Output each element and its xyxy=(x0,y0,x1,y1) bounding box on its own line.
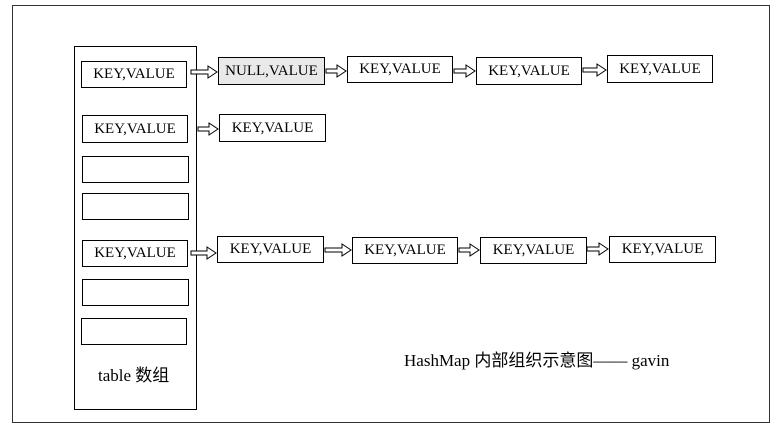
table-slot: KEY,VALUE xyxy=(82,115,188,143)
chain-node: KEY,VALUE xyxy=(607,55,713,83)
chain-node: KEY,VALUE xyxy=(476,57,582,85)
arrow-icon xyxy=(324,243,352,257)
arrow-icon xyxy=(458,243,480,257)
arrow-icon xyxy=(325,64,347,78)
table-slot xyxy=(82,193,189,220)
chain-node: KEY,VALUE xyxy=(352,237,458,264)
arrow-icon xyxy=(197,122,219,136)
chain-node: KEY,VALUE xyxy=(217,236,324,263)
table-slot xyxy=(82,156,189,183)
diagram-frame xyxy=(12,5,770,423)
arrow-icon xyxy=(190,246,217,260)
table-slot: KEY,VALUE xyxy=(82,240,188,267)
table-label: table 数组 xyxy=(98,366,170,385)
table-slot: KEY,VALUE xyxy=(81,61,187,88)
chain-node: KEY,VALUE xyxy=(219,114,326,142)
table-slot xyxy=(81,318,187,345)
chain-node: KEY,VALUE xyxy=(347,56,453,83)
table-slot xyxy=(82,279,189,306)
diagram-caption: HashMap 内部组织示意图—— gavin xyxy=(404,351,670,370)
table-array xyxy=(74,46,197,410)
chain-node-null: NULL,VALUE xyxy=(218,57,325,85)
arrow-icon xyxy=(190,65,218,79)
arrow-icon xyxy=(586,242,609,256)
arrow-icon xyxy=(453,64,476,78)
chain-node: KEY,VALUE xyxy=(609,236,716,263)
arrow-icon xyxy=(582,63,607,77)
